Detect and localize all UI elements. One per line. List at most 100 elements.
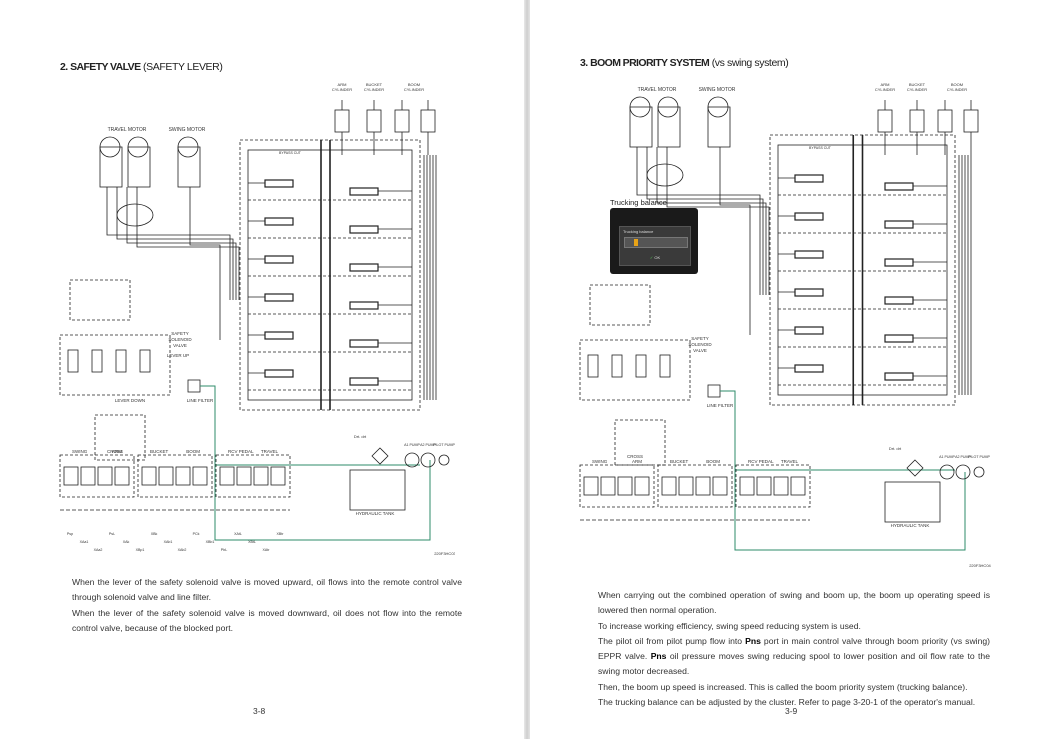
swing-motor-label: SWING MOTOR [699,87,736,93]
rcv-valve-element [712,476,728,496]
cylinder-symbol [420,109,436,133]
trucking-balance-slider[interactable] [624,237,688,248]
rcv-valve-element [192,466,208,486]
solenoid-valve [659,354,671,378]
port-label: XAtL [234,532,242,536]
safety-solenoid-label: SOLENOID [168,337,192,342]
center-joint-ellipse [116,203,154,227]
port-label: PsL [109,532,115,536]
ok-button[interactable]: ✓ OK [640,254,670,261]
spool-valve [264,217,294,226]
cylinder-symbol [909,109,925,133]
hydraulic-line [719,147,751,335]
rcv-valve-element [739,476,755,496]
rcv-valve-element [617,476,633,496]
port-label: XAa2 [94,548,103,552]
spool-valve [349,377,379,386]
remote-control-valve-group [215,454,291,498]
rcv-valve-element [270,466,286,486]
pilot-pump [438,454,450,466]
pilot-pressure-line [720,390,955,471]
cluster-screen: Trucking balance ✓ OK [610,208,698,274]
remote-control-valve-group [59,454,135,498]
rcv-valve-element [583,476,599,496]
rcv-valve-element [175,466,191,486]
section-title: SAFETY VALVE [70,61,141,73]
section-subtitle: (SAFETY LEVER) [143,61,223,73]
motor-housing [657,106,681,148]
remote-control-valve-group [735,464,811,508]
pilot-valve-group [69,279,131,321]
ok-label: OK [654,255,661,260]
motor-housing [707,106,731,148]
rcv-label: TRAVEL [261,449,279,454]
port-label: XBb1 [206,540,215,544]
rcv-label: BOOM [706,459,720,464]
safety-solenoid-label: SAFETY [171,331,189,336]
bypass-cut-label: BYPASS CUT [809,146,832,150]
pilot-pressure-line [734,470,966,551]
port-label: XAa1 [80,540,89,544]
hydraulic-line [646,147,764,295]
a1-pump [404,452,420,468]
section-number: 2. [60,61,68,73]
rcv-valve-element [236,466,252,486]
bucket-cylinder-label: BUCKET [366,82,383,87]
check-icon: ✓ [649,255,654,260]
hydraulic-tank-label: HYDRAULIC TANK [356,511,395,516]
trucking-balance-dialog: Trucking balance ✓ OK [619,226,691,266]
solenoid-valve [139,349,151,373]
a1-pump [939,464,955,480]
arm-cylinder-label: CYLINDER [875,87,895,92]
safety-solenoid-block [59,334,171,396]
figure-id: 220F3HC03 [434,551,455,556]
port-label: XBtL [248,540,256,544]
port-label: PbL [221,548,227,552]
solenoid-valve [91,349,103,373]
rcv-valve-element [790,476,806,496]
rcv-label: SWING [72,449,88,454]
pump-label: A2 PUMP [955,455,971,459]
section-heading-safety-valve: 2. SAFETY VALVE (SAFETY LEVER) [60,61,223,73]
spool-valve [349,339,379,348]
rcv-valve-element [661,476,677,496]
pump-label: A1 PUMP [939,455,955,459]
spool-valve [264,369,294,378]
solenoid-valve [67,349,79,373]
hydraulic-tank-label: HYDRAULIC TANK [891,523,930,528]
arm-cylinder-label: ARM [881,82,890,87]
arm-cylinder-label: ARM [338,82,347,87]
hydraulic-line [656,147,767,295]
port-label: PCk [193,532,200,536]
rcv-valve-element [695,476,711,496]
hydraulic-line [666,147,770,295]
rcv-label: ARM [112,449,122,454]
spool-valve [264,331,294,340]
a2-pump [420,452,436,468]
spool-valve [264,255,294,264]
arm-cylinder-label: CYLINDER [332,87,352,92]
motor-housing [177,146,201,188]
slider-indicator [634,239,639,246]
spool-valve [794,174,824,183]
pump-label: PILOT PUMP [433,443,455,447]
motor-housing [99,146,123,188]
rcv-valve-element [600,476,616,496]
port-label-pns: Pns [745,635,761,646]
cylinder-symbol [877,109,893,133]
bucket-cylinder-label: CYLINDER [907,87,927,92]
boom-cylinder-label: CYLINDER [404,87,424,92]
rcv-valve-element [634,476,650,496]
port-label: XAtr [263,548,271,552]
rcv-label: BUCKET [150,449,169,454]
page-number-left: 3-8 [253,706,266,716]
cross-label: CROSS [107,449,123,454]
solenoid-valve [115,349,127,373]
trucking-balance-panel: Trucking balance Trucking balance ✓ OK [610,198,700,278]
a2-pump [955,464,971,480]
rcv-label: RCV PEDAL [228,449,254,454]
motor-housing [127,146,151,188]
spool-valve [794,364,824,373]
rcv-valve-element [97,466,113,486]
paragraph: The pilot oil from pilot pump flow into … [598,635,990,677]
